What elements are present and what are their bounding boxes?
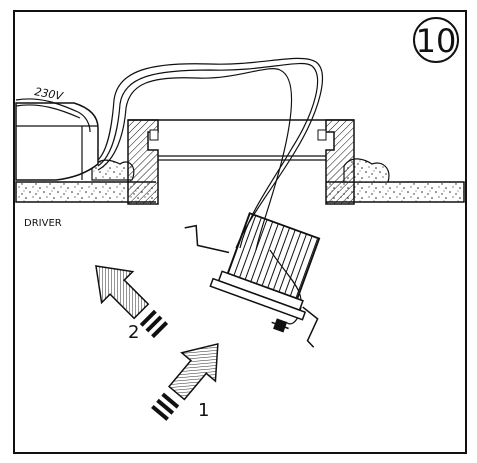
arrow-2-label: 2 bbox=[128, 322, 139, 343]
diagram-frame bbox=[13, 10, 467, 454]
spring-clip-right bbox=[302, 306, 319, 348]
step-number: 10 bbox=[416, 22, 457, 60]
driver-label: DRIVER bbox=[24, 218, 62, 229]
arrow-2 bbox=[95, 265, 169, 339]
recessed-housing bbox=[127, 119, 355, 205]
driver-box bbox=[15, 102, 99, 181]
mains-cable bbox=[15, 98, 91, 133]
light-fixture bbox=[184, 212, 321, 348]
ceiling-slab bbox=[15, 180, 465, 204]
spring-clip-left bbox=[184, 224, 230, 254]
step-badge: 10 bbox=[413, 17, 459, 63]
voltage-label: 230V bbox=[33, 85, 65, 103]
arrow-1 bbox=[151, 342, 219, 421]
arrow-1-label: 1 bbox=[198, 400, 209, 421]
